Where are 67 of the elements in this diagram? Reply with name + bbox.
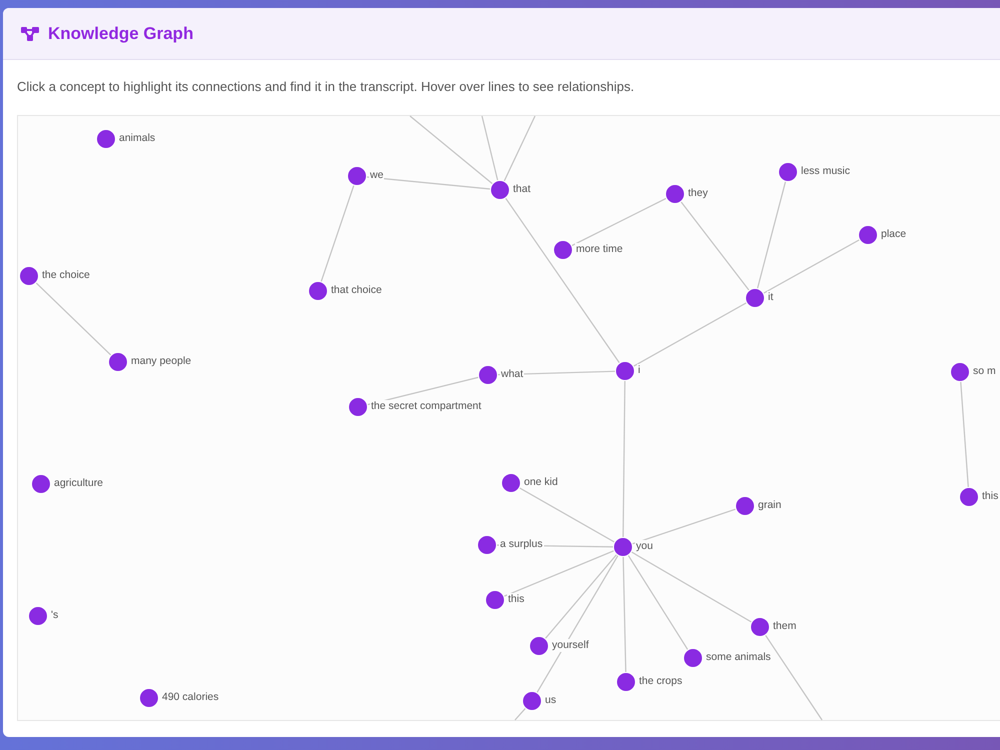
- concept-label: the crops: [638, 675, 684, 688]
- concept-node: [108, 352, 128, 372]
- concept-node: [745, 288, 765, 308]
- connector-line: [622, 556, 626, 672]
- connector-line: [504, 116, 536, 182]
- concept-node: [485, 590, 505, 610]
- concept-node: [665, 184, 685, 204]
- connector-line: [545, 554, 617, 639]
- concept-label: you: [635, 540, 654, 553]
- concept-label: many people: [130, 355, 192, 368]
- connector-line: [633, 302, 747, 367]
- connector-line: [536, 555, 618, 693]
- concept-node: [19, 266, 39, 286]
- concept-node: [683, 648, 703, 668]
- concept-node: [959, 487, 979, 507]
- concept-label: agriculture: [53, 477, 104, 490]
- concept-node: [950, 362, 970, 382]
- concept-node: [529, 636, 549, 656]
- connector-line: [960, 382, 969, 488]
- concept-label: the secret compartment: [370, 400, 482, 413]
- concept-label: place: [880, 228, 908, 241]
- concept-node: [308, 281, 328, 301]
- concept-node: [778, 162, 798, 182]
- connector-line: [505, 198, 620, 364]
- concept-node: [28, 606, 48, 626]
- instruction-text: Click a concept to highlight its connections and find it in the transcript. Hover over lines to see relationships.: [17, 79, 634, 95]
- connector-line: [628, 555, 688, 650]
- connector-line: [519, 487, 615, 543]
- connector-line: [368, 376, 478, 406]
- concept-node: [615, 361, 635, 381]
- panel-title: Knowledge Graph: [48, 24, 194, 44]
- connector-line: [366, 176, 490, 190]
- connector-line: [632, 508, 736, 544]
- concept-node: [613, 537, 633, 557]
- concept-node: [478, 365, 498, 385]
- concept-node: [31, 474, 51, 494]
- concept-node: [750, 617, 770, 637]
- concept-label: yourself: [551, 639, 590, 652]
- concept-node: [616, 672, 636, 692]
- connector-line: [765, 634, 822, 720]
- connector-line: [410, 116, 493, 184]
- connector-line: [631, 552, 752, 622]
- concept-node: [501, 473, 521, 493]
- concept-node: [858, 225, 878, 245]
- concept-node: [522, 691, 542, 711]
- concept-node: [348, 397, 368, 417]
- concept-label: we: [369, 169, 384, 182]
- concept-node: [347, 166, 367, 186]
- concept-node: [490, 180, 510, 200]
- concept-node: [139, 688, 159, 708]
- connector-line: [763, 239, 860, 294]
- concept-node: [553, 240, 573, 260]
- concept-node: [96, 129, 116, 149]
- concept-node: [477, 535, 497, 555]
- connector-line: [481, 116, 498, 180]
- connector-line: [756, 182, 786, 288]
- connector-line: [504, 550, 614, 597]
- connector-line: [680, 202, 750, 290]
- concept-label: grain: [757, 499, 782, 512]
- connector-line: [514, 708, 526, 720]
- concept-node: [735, 496, 755, 516]
- connector-line: [622, 381, 626, 537]
- connector-line: [572, 198, 666, 246]
- concept-label: they: [687, 187, 709, 200]
- connector-line: [320, 185, 354, 282]
- connector-line: [36, 282, 112, 356]
- concept-label: a surplus: [499, 538, 544, 551]
